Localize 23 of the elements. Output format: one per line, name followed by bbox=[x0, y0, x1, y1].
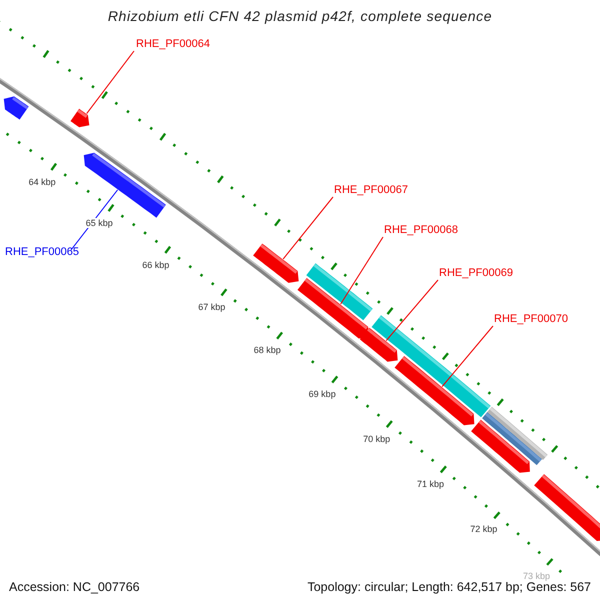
gene-label: RHE_PF00069 bbox=[439, 267, 513, 280]
gene-label: RHE_PF00070 bbox=[494, 313, 568, 326]
title: Rhizobium etli CFN 42 plasmid p42f, complete sequence bbox=[106, 8, 494, 24]
gene-block bbox=[471, 420, 530, 473]
gene-block bbox=[84, 152, 166, 218]
leader-line bbox=[442, 326, 494, 388]
gene-label: RHE_PF00067 bbox=[334, 184, 408, 197]
gene-block bbox=[4, 96, 29, 120]
gene-block bbox=[70, 108, 90, 128]
gene-block bbox=[360, 328, 398, 362]
leader-line bbox=[386, 280, 438, 342]
summary-text: Topology: circular; Length: 642,517 bp; Genes: 567 bbox=[307, 580, 591, 594]
gene-label: RHE_PF00068 bbox=[384, 224, 458, 237]
gene-block bbox=[298, 278, 369, 338]
gene-block bbox=[394, 356, 474, 426]
leader-line bbox=[282, 196, 334, 260]
gene-block bbox=[253, 244, 299, 283]
accession-text: Accession: NC_007766 bbox=[9, 580, 140, 594]
gene-label: RHE_PF00065 bbox=[5, 246, 79, 259]
leader-line bbox=[340, 236, 384, 305]
leader-line bbox=[86, 50, 134, 114]
gene-block bbox=[534, 474, 600, 541]
gene-label: RHE_PF00064 bbox=[136, 38, 210, 51]
